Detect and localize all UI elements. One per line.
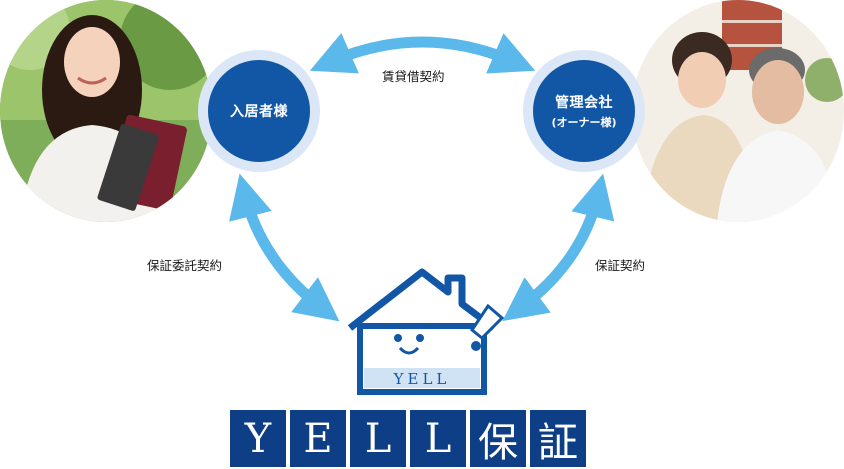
arrow-tenant-management — [309, 33, 536, 74]
brand-char: L — [410, 410, 466, 467]
arrow-tenant-yell — [229, 173, 340, 322]
owner-photo — [632, 0, 844, 222]
brand-char: 保 — [470, 410, 526, 467]
mascot-sign-text: YELL — [393, 370, 451, 388]
arrow-management-yell — [502, 173, 615, 322]
brand-char: L — [350, 410, 406, 467]
brand-char: 証 — [530, 410, 586, 467]
brand-char: Y — [230, 410, 286, 467]
yell-hosho-logo: Y E L L 保 証 — [230, 410, 586, 467]
tenant-node: 入居者様 — [198, 50, 320, 172]
edge-label-guarantee: 保証契約 — [595, 258, 646, 273]
management-sublabel: (オーナー様) — [551, 116, 617, 129]
edge-label-guarantee-entrustment: 保証委託契約 — [147, 258, 223, 273]
yell-house-mascot: YELL — [347, 268, 505, 395]
edge-label-lease: 賃貸借契約 — [382, 69, 445, 84]
management-label: 管理会社 — [555, 95, 613, 111]
management-node: 管理会社 (オーナー様) — [523, 50, 645, 172]
brand-char: E — [290, 410, 346, 467]
tenant-label: 入居者様 — [230, 104, 288, 120]
